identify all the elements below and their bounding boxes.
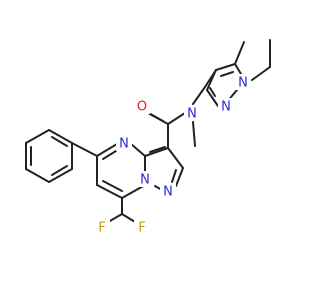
bond-phenyl-link xyxy=(71,142,98,157)
atom-n-pyrazole-fused: N xyxy=(160,183,176,200)
bridge-nitrogen-label: N xyxy=(140,173,150,188)
oxygen-label: O xyxy=(137,100,147,115)
pyrazole-top1-nitrogen-label: N xyxy=(238,76,248,91)
pyrimidine-ring xyxy=(96,143,146,199)
molecule-canvas: O N N N N N N F F xyxy=(25,39,271,236)
atom-n-pyrazole-top2: N xyxy=(218,98,234,115)
atom-n-amide: N xyxy=(184,105,200,122)
pyrazole-top2-nitrogen-label: N xyxy=(221,100,231,115)
fluorine-label-2: F xyxy=(138,221,145,236)
atom-f1: F xyxy=(94,219,110,236)
pyrimidine-nitrogen-label: N xyxy=(119,137,129,152)
atom-n-pyrazole-top1: N xyxy=(235,74,251,91)
amide-nitrogen-label: N xyxy=(187,107,197,122)
atom-n-bridge: N xyxy=(137,171,153,188)
atom-f2: F xyxy=(134,219,150,236)
pyrazole-fused-nitrogen-label: N xyxy=(163,185,173,200)
atom-o: O xyxy=(134,98,150,115)
pyrazole-substituent-ring xyxy=(204,39,271,107)
phenyl-ring xyxy=(25,129,73,183)
molecule-structure: O N N N N N N F F xyxy=(25,39,271,236)
atom-n-pyrimidine: N xyxy=(116,135,132,152)
fluorine-label-1: F xyxy=(98,221,105,236)
carboxamide-group xyxy=(144,86,206,149)
